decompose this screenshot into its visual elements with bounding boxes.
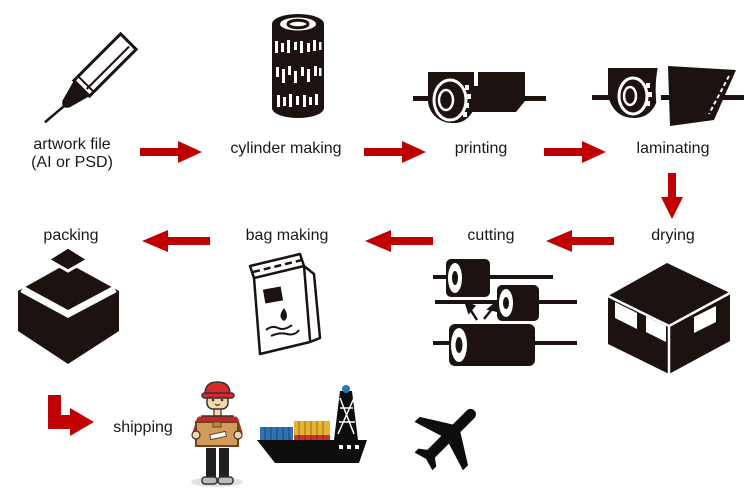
step-label-artwork: artwork file (AI or PSD)	[31, 136, 113, 171]
step-label-shipping: shipping	[113, 419, 173, 436]
pouch-icon	[248, 252, 322, 356]
cargo-ship-icon	[257, 385, 367, 463]
cutting-rollers-icon	[433, 259, 577, 366]
arrow-right-icon	[140, 141, 202, 163]
arrow-left-icon	[365, 230, 433, 252]
laminating-roller-icon	[592, 63, 744, 129]
printing-press-icon	[413, 70, 546, 123]
arrow-down-icon	[661, 173, 683, 219]
print-cylinder-icon	[272, 14, 324, 118]
step-label-drying: drying	[651, 227, 695, 244]
packed-box-icon	[18, 245, 119, 364]
arrow-right-icon	[544, 141, 606, 163]
step-label-cutting: cutting	[467, 227, 515, 244]
step-label-bag-making: bag making	[245, 227, 329, 244]
step-label-printing: printing	[454, 140, 508, 157]
step-label-cylinder-making: cylinder making	[230, 140, 342, 157]
courier-icon	[191, 381, 243, 487]
arrow-right-icon	[364, 141, 426, 163]
step-label-laminating: laminating	[636, 140, 710, 157]
arrow-left-icon	[546, 230, 614, 252]
arrow-left-icon	[142, 230, 210, 252]
step-label-packing: packing	[43, 227, 99, 244]
drying-oven-icon	[607, 263, 731, 374]
pen-icon	[44, 31, 139, 124]
arrow-elbow-icon	[48, 395, 94, 436]
airplane-icon	[414, 408, 476, 471]
